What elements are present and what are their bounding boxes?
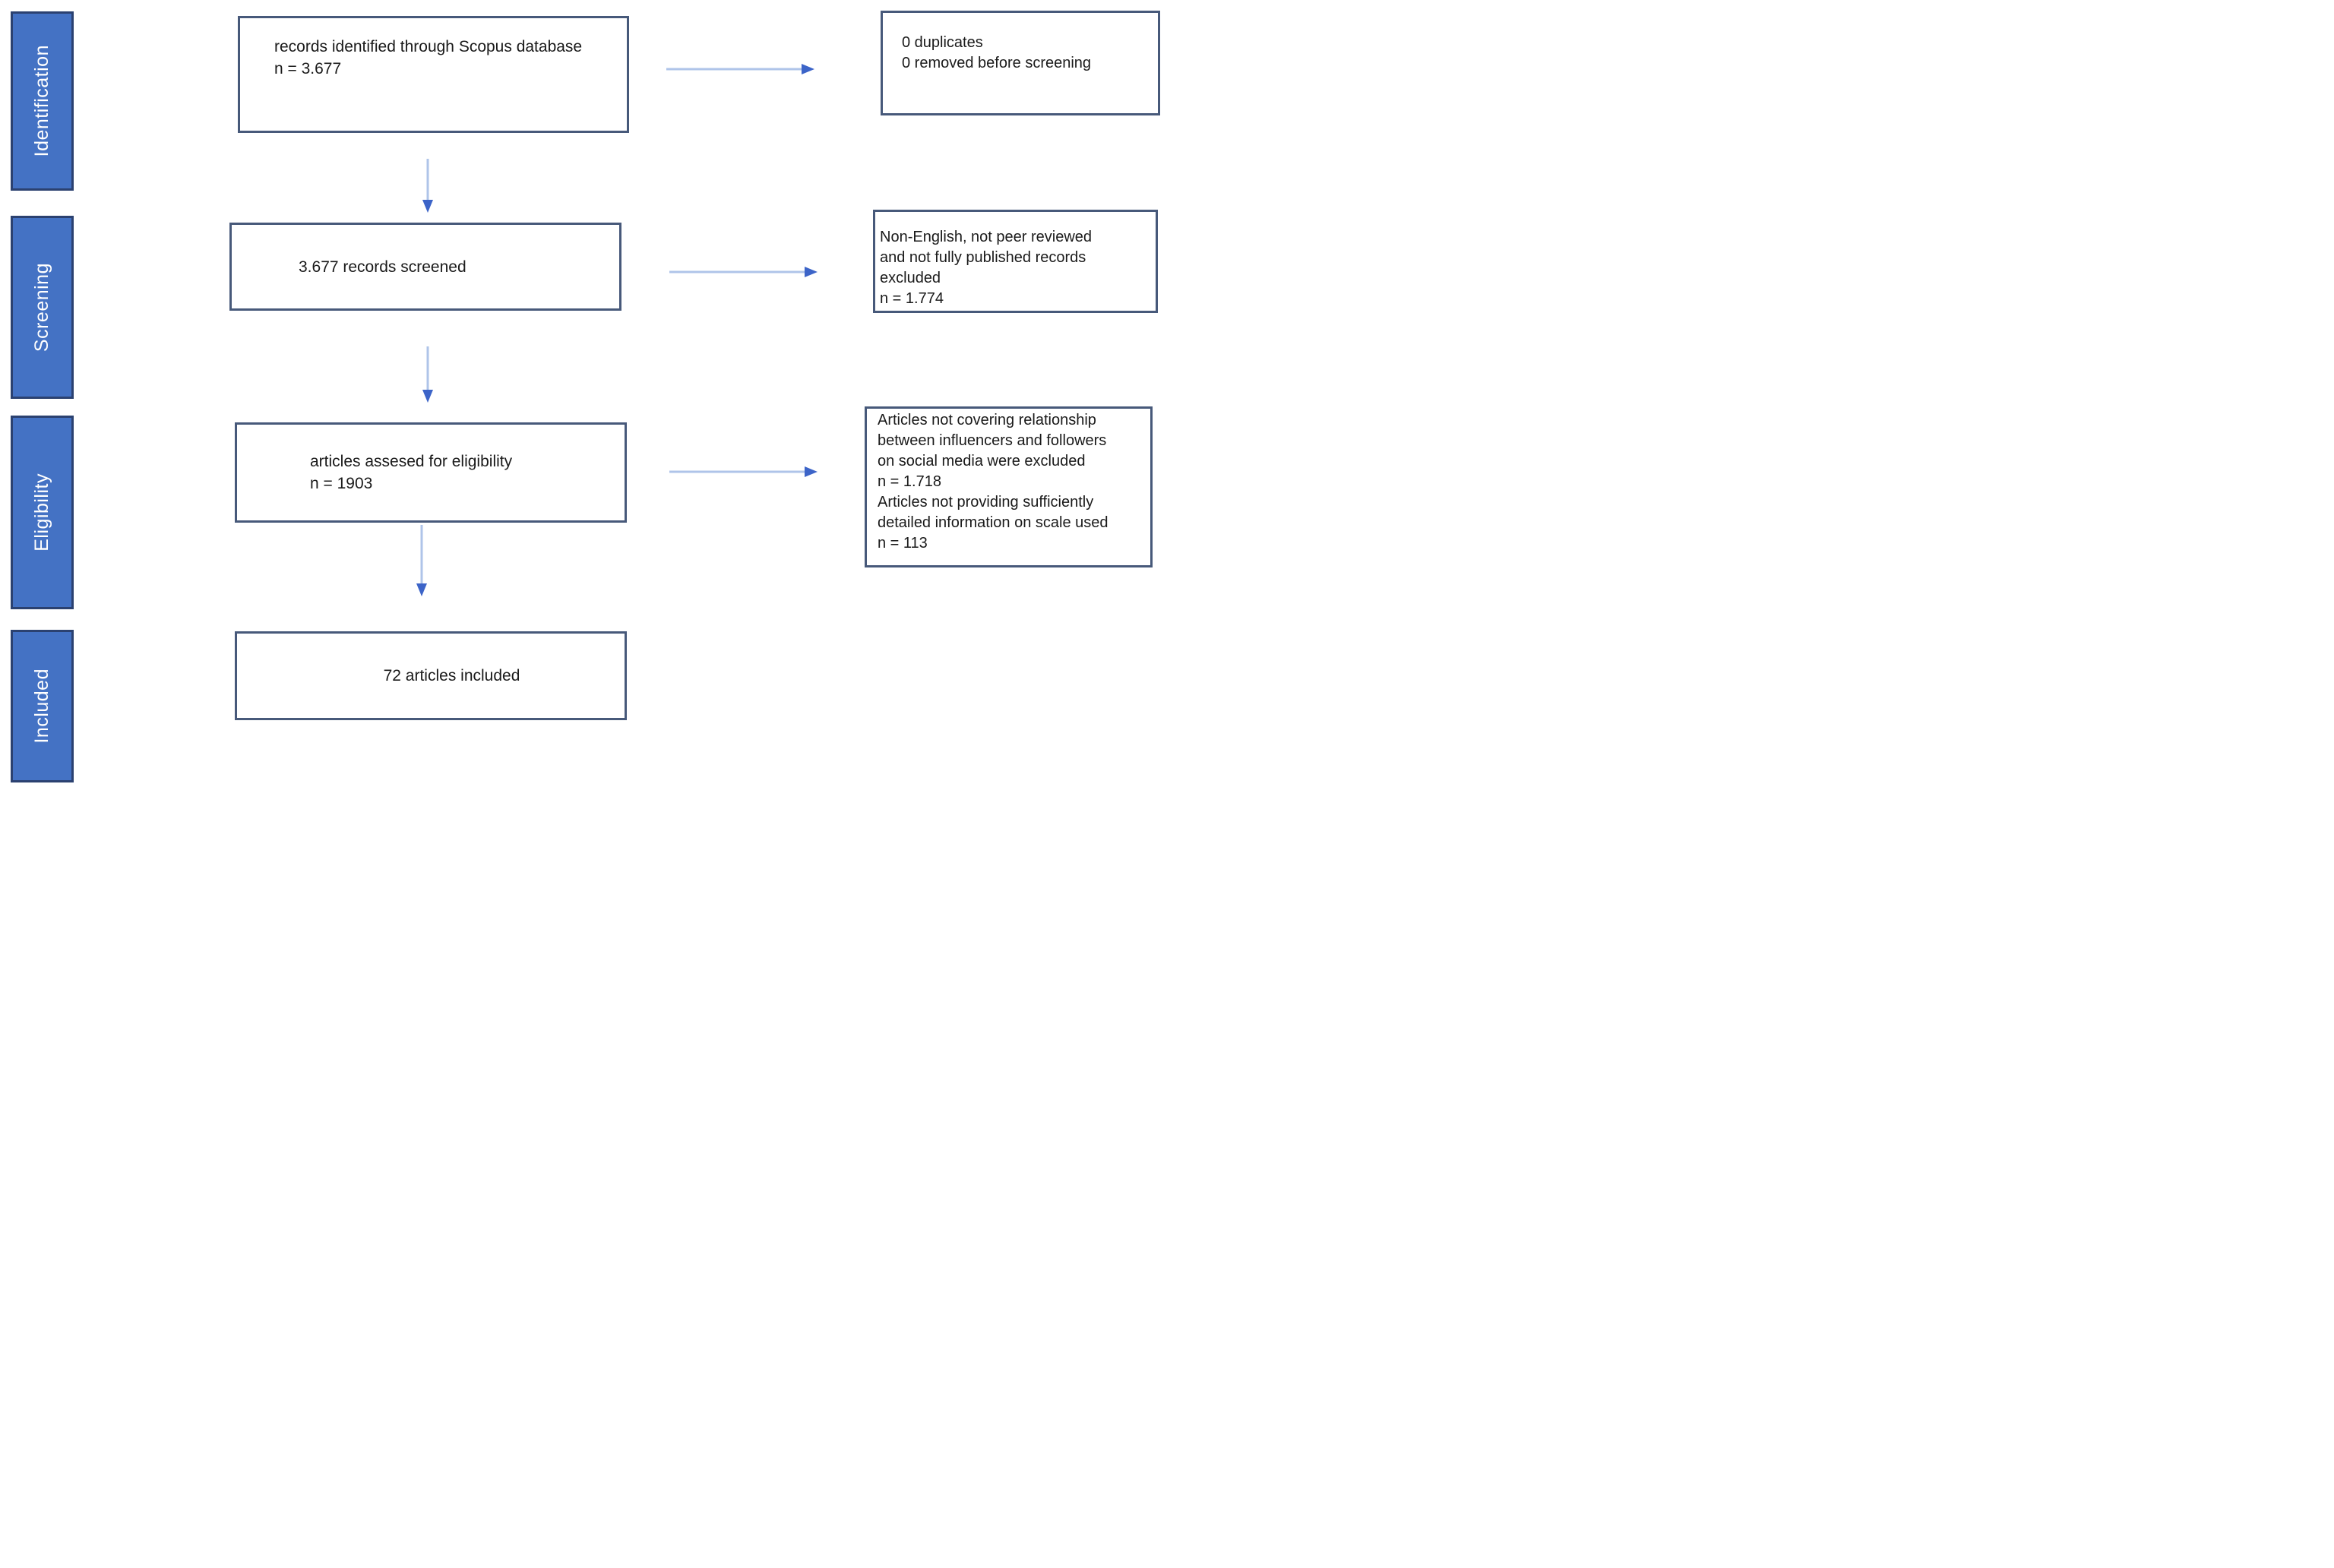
arrow-assessed-to-excluded-icon	[669, 466, 818, 477]
box-duplicates-removed: 0 duplicates 0 removed before screening	[881, 11, 1160, 115]
excluded-screening-line-3: excluded	[880, 270, 941, 286]
excluded-eligibility-line-5: detailed information on scale used	[878, 514, 1108, 531]
stage-bar-screening: Screening	[11, 216, 74, 399]
excluded-screening-line-1: Non-English, not peer reviewed	[880, 229, 1093, 245]
excluded-eligibility-line-1: Articles not covering relationship	[878, 412, 1096, 428]
arrow-assessed-to-included-icon	[416, 525, 427, 596]
box-records-screened: 3.677 records screened	[229, 223, 621, 311]
excluded-eligibility-count-1: n = 1.718	[878, 473, 941, 490]
box-excluded-screening: Non-English, not peer reviewed and not f…	[873, 210, 1158, 313]
duplicates-line-2: 0 removed before screening	[902, 55, 1092, 71]
stage-bar-eligibility: Eligibility	[11, 416, 74, 609]
excluded-eligibility-line-2: between influencers and followers	[878, 432, 1107, 449]
box-articles-included-line: 72 articles included	[383, 667, 520, 684]
box-articles-assessed-line: articles assesed for eligibility	[310, 453, 513, 470]
arrow-identified-to-screened-icon	[422, 159, 433, 213]
box-records-identified: records identified through Scopus databa…	[238, 16, 629, 133]
box-articles-assessed-count: n = 1903	[310, 475, 373, 492]
box-records-identified-line: records identified through Scopus databa…	[274, 38, 583, 55]
arrow-screened-to-excluded-icon	[669, 267, 818, 277]
excluded-screening-count: n = 1.774	[880, 290, 944, 307]
arrow-identified-to-duplicates-icon	[666, 64, 814, 74]
prisma-flow-diagram: Identification Screening Eligibility Inc…	[0, 0, 1167, 784]
box-excluded-eligibility: Articles not covering relationship betwe…	[865, 406, 1153, 567]
box-records-identified-count: n = 3.677	[274, 60, 342, 77]
excluded-eligibility-line-4: Articles not providing sufficiently	[878, 494, 1094, 511]
stage-bar-included: Included	[11, 630, 74, 782]
stage-bar-identification: Identification	[11, 11, 74, 191]
stage-label-screening: Screening	[31, 262, 52, 352]
arrow-screened-to-assessed-icon	[422, 346, 433, 403]
excluded-screening-line-2: and not fully published records	[880, 249, 1086, 266]
excluded-eligibility-count-2: n = 113	[878, 535, 928, 552]
box-articles-included: 72 articles included	[235, 631, 627, 720]
duplicates-line-1: 0 duplicates	[902, 34, 983, 51]
box-articles-assessed: articles assesed for eligibility n = 190…	[235, 422, 627, 523]
excluded-eligibility-line-3: on social media were excluded	[878, 453, 1086, 469]
stage-label-eligibility: Eligibility	[31, 473, 52, 552]
box-records-screened-line: 3.677 records screened	[299, 258, 466, 276]
stage-label-included: Included	[31, 669, 52, 744]
stage-label-identification: Identification	[31, 45, 52, 157]
